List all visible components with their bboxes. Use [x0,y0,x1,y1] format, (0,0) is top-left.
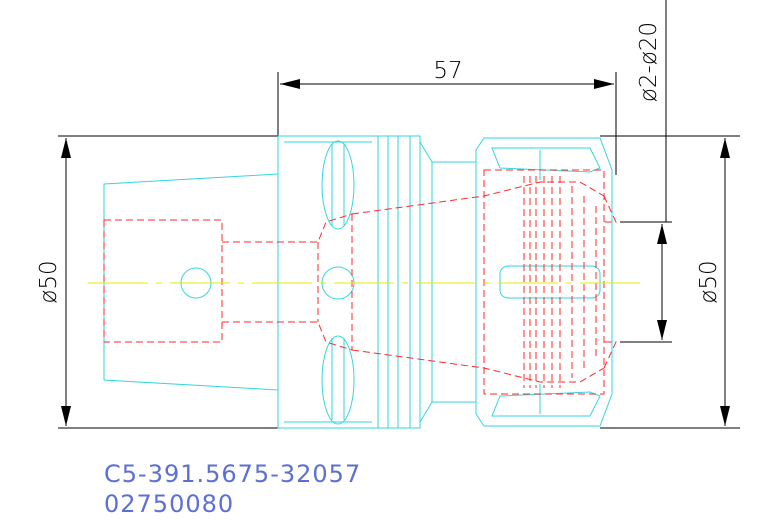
part-code-line1: C5-391.5675-32057 [104,460,362,488]
dimension-right-diameter: ø50 [696,260,722,303]
part-code-line2: 02750080 [104,490,235,518]
dimension-left-diameter: ø50 [36,260,62,303]
dimension-top-length: 57 [433,58,462,84]
hidden-lines [103,169,617,395]
dimension-clamping-range: ø2-ø20 [636,22,662,102]
dimension-lines [58,0,740,429]
